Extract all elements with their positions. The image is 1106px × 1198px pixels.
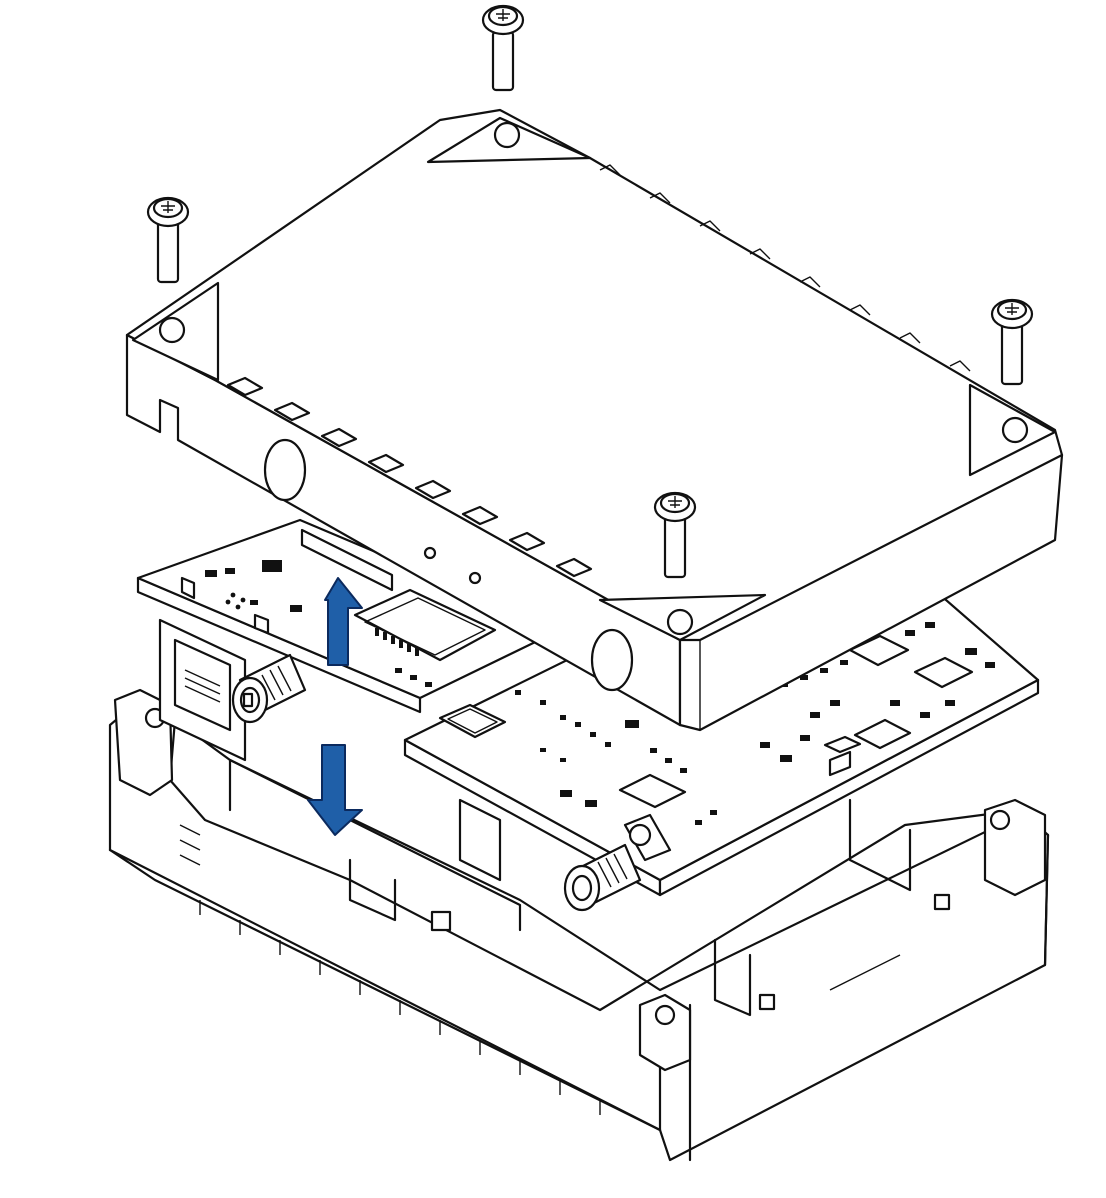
- bottom-housing: [108, 618, 1050, 1162]
- arrow-up-icon: [324, 577, 363, 666]
- sma-connector-left: [231, 653, 307, 724]
- screw-right: [990, 298, 1034, 386]
- arrow-down-icon: [307, 744, 363, 836]
- screw-front: [653, 491, 697, 579]
- top-cover: [125, 108, 1064, 732]
- screw-top: [481, 4, 525, 92]
- sma-connector-right: [563, 813, 672, 912]
- screw-left: [146, 196, 190, 284]
